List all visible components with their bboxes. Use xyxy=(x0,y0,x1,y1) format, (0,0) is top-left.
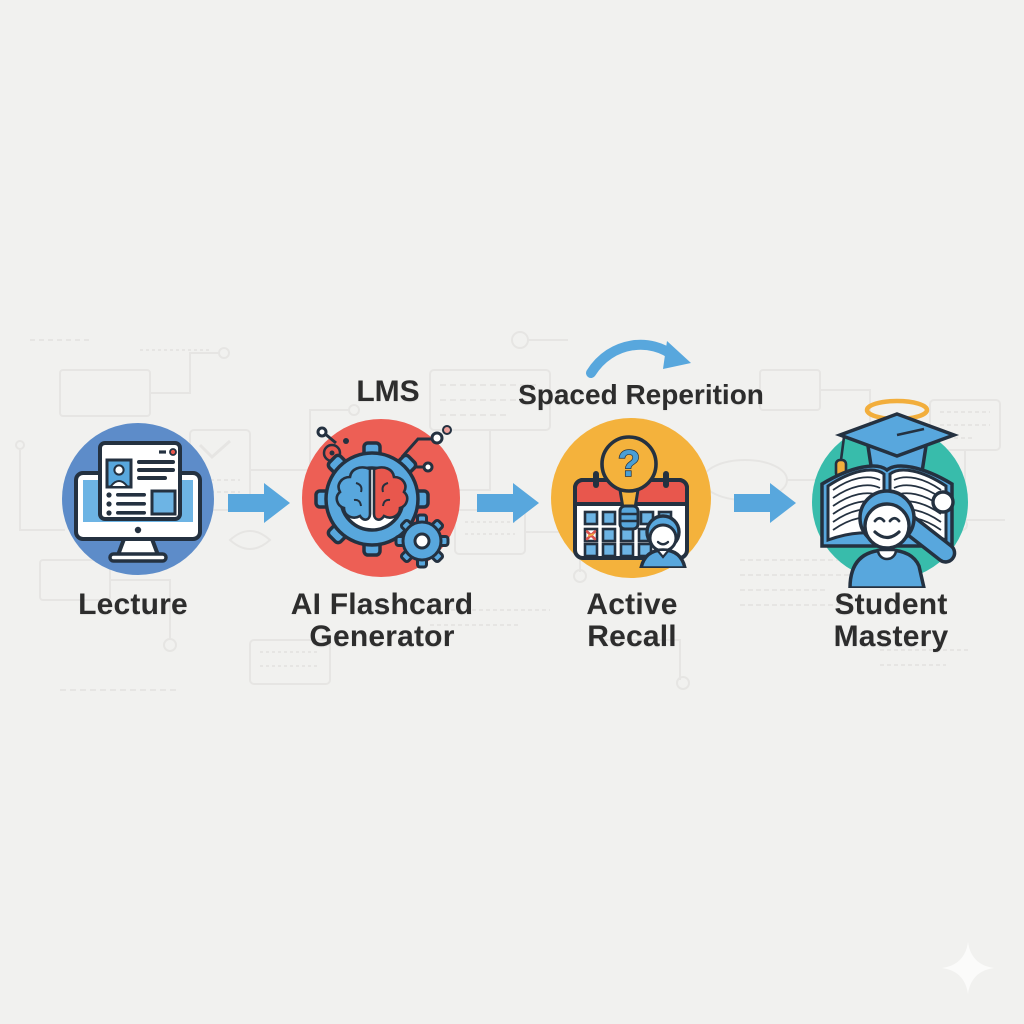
student-face xyxy=(863,502,911,550)
graduate-student-book-icon xyxy=(820,398,960,588)
ai-brain-gear-icon xyxy=(314,425,452,569)
raised-fist xyxy=(931,490,955,514)
stage-label-active-recall: Active Recall xyxy=(586,588,678,654)
stage-label-lecture: Lecture xyxy=(78,588,188,621)
annotation-lms: LMS xyxy=(356,375,420,408)
annotation-spaced-repetition: Spaced Reperition xyxy=(518,379,764,410)
right-arrow-icon xyxy=(734,483,796,523)
lecture-monitor-icon xyxy=(74,441,202,563)
svg-text:?: ? xyxy=(618,443,641,484)
stage-label-student-mastery: Student Mastery xyxy=(833,588,949,654)
stage-label-ai-flashcard-generator: AI Flashcard Generator xyxy=(290,588,474,654)
right-arrow-icon xyxy=(228,483,290,523)
calendar-lightbulb-icon: ? xyxy=(573,435,689,568)
right-arrow-icon xyxy=(477,483,539,523)
curved-loop-arrow-icon xyxy=(586,339,691,378)
sparkle-icon xyxy=(942,942,994,994)
